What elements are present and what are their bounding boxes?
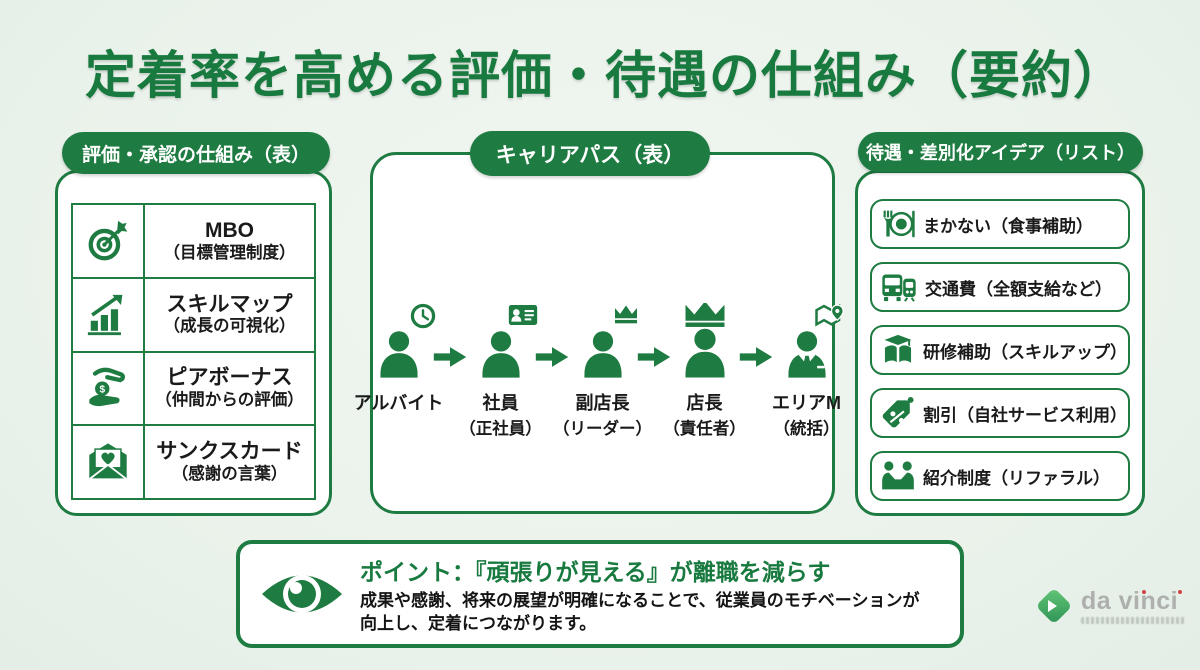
row-title: ピアボーナス	[166, 366, 293, 390]
stage-title: 副店長	[575, 393, 630, 413]
target-icon	[73, 205, 145, 277]
row-subtitle: （成長の可視化）	[163, 317, 296, 336]
row-title: サンクスカード	[156, 440, 303, 463]
person-crown-small-icon	[570, 303, 637, 385]
point-box: ポイント：『頑張りが見える』が離職を減らす 成果や感謝、将来の展望が明確になるこ…	[236, 540, 964, 648]
list-item: まかない（食事補助）	[870, 199, 1130, 249]
table-row: $ ピアボーナス （仲間からの評価）	[73, 352, 314, 427]
point-body: 成果や感謝、将来の展望が明確になることで、従業員のモチベーションが向上し、定着に…	[360, 591, 920, 633]
transport-icon	[881, 272, 917, 302]
career-stage-parttime: アルバイト	[354, 303, 443, 415]
logo-i-dot	[1142, 589, 1146, 594]
list-item: 紹介制度（リファラル）	[870, 451, 1130, 501]
stage-subtitle: （統括）	[773, 420, 840, 438]
clock-icon	[410, 303, 435, 329]
table-row: サンクスカード （感謝の言葉）	[73, 426, 314, 498]
row-title: MBO	[205, 218, 254, 242]
thanks-card-icon	[73, 426, 145, 498]
crown-icon	[614, 305, 637, 324]
discount-icon	[881, 397, 915, 429]
evaluation-panel: MBO （目標管理制度） スキルマップ （成長の可視化）	[55, 170, 332, 516]
page-title: 定着率を高める評価・待遇の仕組み（要約）	[85, 47, 1126, 104]
table-cell: サンクスカード （感謝の言葉）	[145, 426, 314, 498]
table-cell: MBO （目標管理制度）	[145, 205, 314, 277]
person-clock-icon	[366, 303, 435, 385]
logo-diamond-icon	[1038, 590, 1070, 622]
career-stage-area-manager: エリアM （統括）	[772, 303, 844, 439]
logo-i-dot	[1178, 589, 1182, 594]
benefit-label: 研修補助（スキルアップ）	[923, 342, 1127, 362]
growth-chart-icon	[73, 278, 145, 351]
table-cell: スキルマップ （成長の可視化）	[145, 279, 314, 351]
career-stage-manager: 店長 （責任者）	[663, 303, 746, 439]
career-stage-employee: 社員 （正社員）	[459, 303, 542, 439]
point-text: ポイント：『頑張りが見える』が離職を減らす 成果や感謝、将来の展望が明確になるこ…	[360, 553, 920, 635]
row-subtitle: （目標管理制度）	[163, 243, 296, 262]
table-cell: ピアボーナス （仲間からの評価）	[145, 353, 314, 425]
peer-bonus-icon: $	[73, 352, 145, 425]
arrow-right-icon	[535, 347, 568, 367]
training-icon	[881, 334, 915, 366]
arrow-right-icon	[637, 347, 670, 367]
person-idcard-icon	[468, 303, 537, 385]
referral-icon	[881, 461, 915, 491]
list-item: 割引（自社サービス利用）	[870, 388, 1130, 438]
row-subtitle: （感謝の言葉）	[171, 464, 288, 483]
stage-title: 社員	[482, 393, 519, 413]
stage-title: アルバイト	[353, 393, 444, 413]
stage-subtitle: （責任者）	[663, 420, 746, 438]
benefit-list: まかない（食事補助） 交通費（全額支給など）	[870, 199, 1130, 501]
eye-icon	[260, 565, 344, 623]
career-panel: アルバイト 社員 （正社員）	[354, 152, 844, 514]
logo: da vinci	[1034, 586, 1185, 626]
person-map-icon	[774, 303, 844, 385]
svg-text:$: $	[99, 385, 105, 396]
stage-subtitle: （正社員）	[459, 420, 542, 438]
evaluation-panel-header: 評価・承認の仕組み（表）	[62, 132, 330, 174]
logo-tagline	[1081, 616, 1185, 624]
row-title: スキルマップ	[166, 292, 293, 316]
arrow-right-icon	[739, 347, 772, 367]
logo-text-block: da vinci	[1081, 588, 1185, 624]
point-title: ポイント：『頑張りが見える』が離職を減らす	[360, 559, 831, 586]
stage-subtitle: （リーダー）	[553, 420, 652, 438]
person-crown-icon	[672, 303, 738, 385]
career-panel-header: キャリアパス（表）	[470, 131, 710, 176]
map-icon	[814, 303, 844, 327]
benefit-label: 割引（自社サービス利用）	[923, 405, 1127, 425]
benefits-panel-header: 待遇・差別化アイデア（リスト）	[858, 132, 1143, 172]
logo-wordmark: da vinci	[1081, 588, 1182, 614]
id-card-icon	[508, 305, 537, 325]
table-row: MBO （目標管理制度）	[73, 205, 314, 279]
stage-title: エリアM	[772, 393, 841, 413]
benefit-label: 交通費（全額支給など）	[925, 279, 1112, 299]
row-subtitle: （仲間からの評価）	[155, 391, 304, 410]
arrow-right-icon	[433, 347, 466, 367]
stage-title: 店長	[686, 393, 723, 413]
list-item: 交通費（全額支給など）	[870, 262, 1130, 312]
evaluation-table: MBO （目標管理制度） スキルマップ （成長の可視化）	[71, 203, 316, 500]
benefits-panel: まかない（食事補助） 交通費（全額支給など）	[855, 170, 1145, 516]
benefit-label: 紹介制度（リファラル）	[923, 468, 1110, 488]
list-item: 研修補助（スキルアップ）	[870, 325, 1130, 375]
career-stage-assistant-manager: 副店長 （リーダー）	[553, 303, 652, 439]
career-flow: アルバイト 社員 （正社員）	[354, 303, 844, 439]
meal-icon	[881, 209, 915, 239]
benefit-label: まかない（食事補助）	[923, 216, 1093, 236]
table-row: スキルマップ （成長の可視化）	[73, 278, 314, 353]
